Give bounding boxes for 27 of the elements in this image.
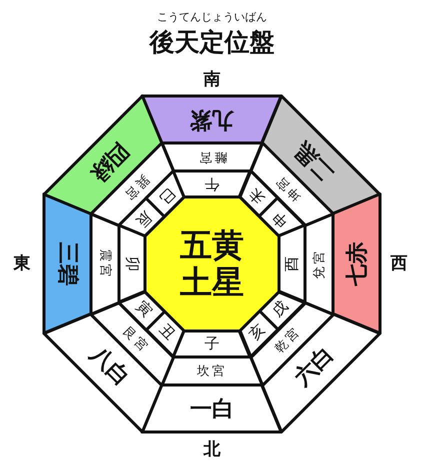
branch-name: 酉 bbox=[284, 256, 300, 272]
branch-name: 卯 bbox=[124, 256, 140, 272]
branch-name: 子 bbox=[204, 336, 220, 352]
branch-name: 申 bbox=[270, 208, 291, 230]
palace-name: 坎宮 bbox=[196, 364, 227, 378]
title: 後天定位盤 bbox=[150, 30, 274, 54]
palace-name: 震宮 bbox=[98, 248, 112, 279]
direction-label: 東 bbox=[14, 256, 30, 272]
direction-label: 北 bbox=[204, 442, 220, 458]
branch-name: 午 bbox=[204, 176, 220, 192]
branch-name: 巳 bbox=[156, 185, 178, 206]
branch-name: 戌 bbox=[270, 298, 291, 320]
direction-label: 西 bbox=[390, 256, 408, 272]
branch-name: 亥 bbox=[246, 322, 268, 343]
center-star-name: 五黄土星 bbox=[179, 227, 245, 301]
branch-name: 丑 bbox=[156, 322, 178, 343]
star-name: 一白 bbox=[190, 398, 234, 420]
star-name: 九紫 bbox=[190, 108, 234, 130]
palace-name: 兌宮 bbox=[312, 248, 326, 279]
star-name: 七赤 bbox=[346, 242, 368, 286]
direction-label: 南 bbox=[204, 72, 220, 88]
star-name: 三碧 bbox=[56, 242, 78, 286]
branch-name: 辰 bbox=[133, 208, 154, 230]
branch-name: 未 bbox=[246, 185, 268, 206]
palace-name: 離宮 bbox=[196, 150, 227, 164]
branch-name: 寅 bbox=[133, 298, 154, 320]
furigana: こうてんじょういばん bbox=[157, 12, 267, 22]
